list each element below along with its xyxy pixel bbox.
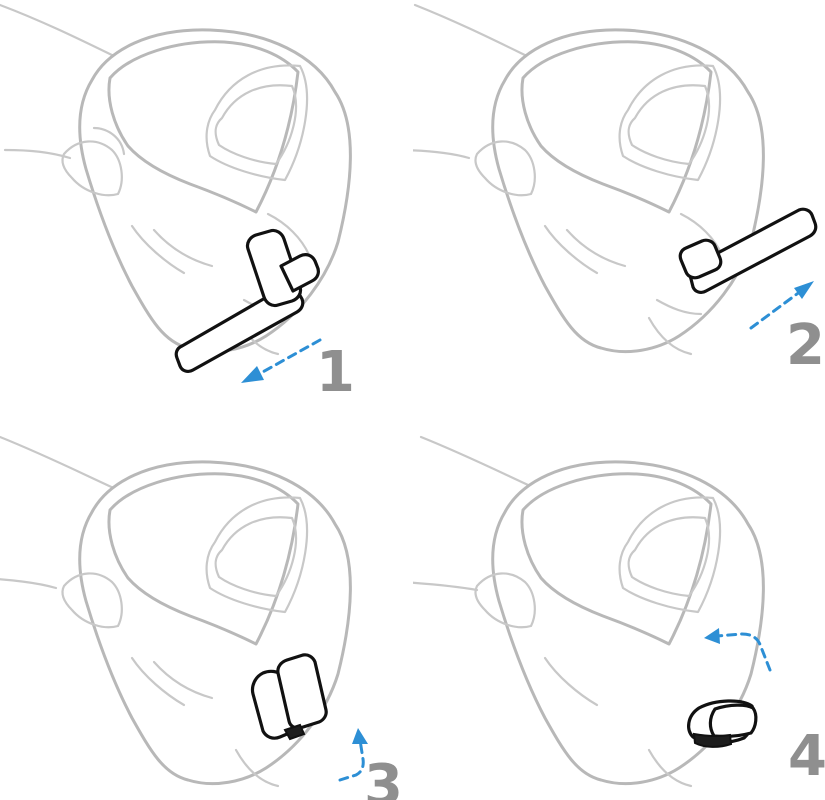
step-number-2: 2 [786, 318, 825, 374]
ring-scanner-device-step-4 [689, 701, 756, 747]
step-panel-4: 4 [413, 400, 825, 800]
step-panel-2: 2 [413, 0, 825, 400]
step-number-1: 1 [316, 345, 355, 400]
step-panel-1: 1 [0, 0, 412, 400]
step-panel-3: 3 [0, 400, 412, 800]
hand-illustration-3 [0, 400, 412, 800]
hand-illustration-2 [413, 0, 825, 400]
hand-illustration-4 [413, 400, 825, 800]
step-number-4: 4 [788, 729, 825, 785]
step-number-3: 3 [364, 758, 403, 800]
dashed-arrow-icon [241, 340, 320, 383]
